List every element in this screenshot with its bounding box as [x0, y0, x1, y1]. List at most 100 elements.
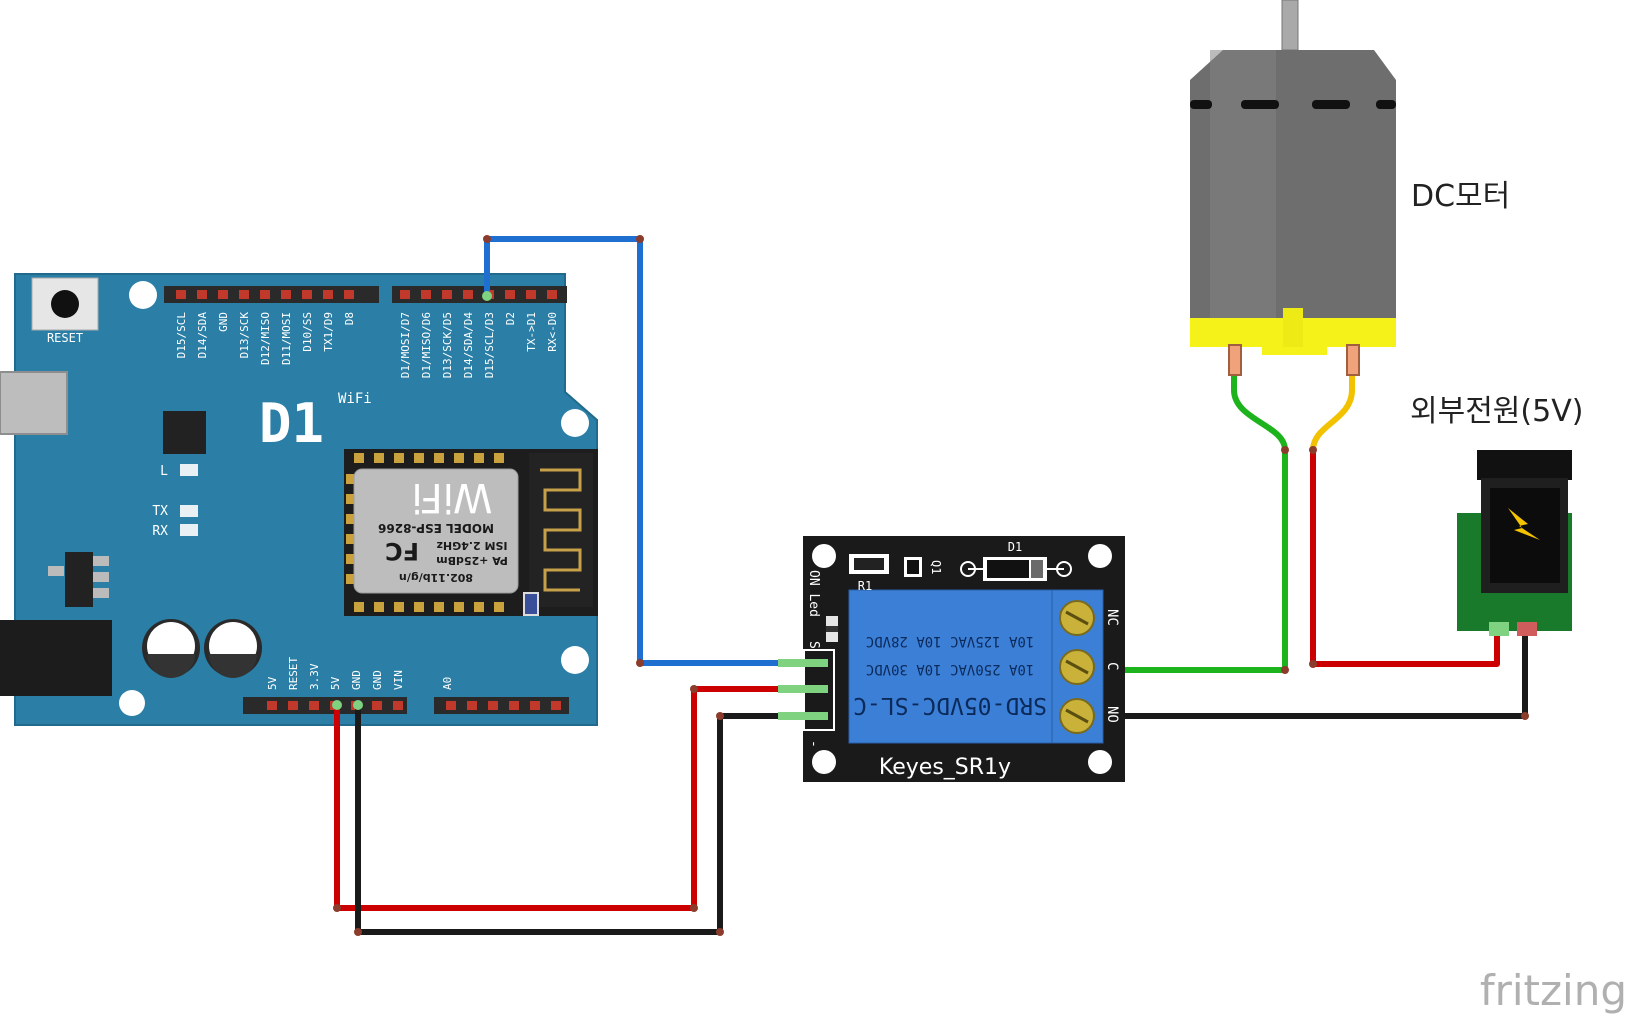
- led-tx: [180, 505, 198, 517]
- top-pin-labels-right: D1/MOSI/D7 D1/MISO/D6 D13/SCK/D5 D14/SDA/D4…: [399, 290, 559, 378]
- pin-label: D1/MISO/D6: [420, 312, 433, 378]
- header-pin: [400, 290, 410, 299]
- header-pin: [547, 290, 557, 299]
- capacitor-1: [142, 619, 200, 678]
- relay-name-label: Keyes_SR1y: [879, 755, 1011, 780]
- header-pin: [239, 290, 249, 299]
- pin-label: D13/SCK/D5: [441, 312, 454, 378]
- wire-power-red: [1310, 450, 1500, 667]
- header-pin: [463, 290, 473, 299]
- pin-label: VIN: [392, 670, 405, 690]
- relay-nc-label: NC: [1104, 609, 1120, 626]
- pin-label: D14/SDA: [196, 312, 209, 359]
- pin-label: GND: [350, 670, 363, 690]
- header-pin: [442, 290, 452, 299]
- header-pin: [323, 290, 333, 299]
- module-line4: MODEL ESP-8266: [378, 521, 494, 535]
- wire-gnd-black: [355, 705, 778, 935]
- header-pin: [488, 701, 498, 710]
- d1-logo: D1: [259, 392, 324, 455]
- pin-label: D13/SCK: [238, 312, 251, 359]
- header-pin: [267, 701, 277, 710]
- pin-label: GND: [371, 670, 384, 690]
- pin-label: RESET: [287, 657, 300, 690]
- terminal-screws: [1059, 600, 1095, 734]
- header-pin: [302, 290, 312, 299]
- barrel-jack: [0, 620, 112, 696]
- header-pin: [393, 701, 403, 710]
- pin-label: TX->D1: [525, 312, 538, 352]
- relay-rating-2: 10A 125VAC 10A 28VDC: [866, 633, 1035, 649]
- header-pin: [309, 701, 319, 710]
- pin-label: D15/SCL/D3: [483, 312, 496, 378]
- header-pin: [176, 290, 186, 299]
- power-jack: [1457, 450, 1572, 636]
- pin-label: GND: [217, 312, 230, 332]
- header-pin: [526, 290, 536, 299]
- reset-label: RESET: [47, 331, 83, 345]
- dc-motor: [1190, 0, 1396, 376]
- pin-label: D12/MISO: [259, 312, 272, 365]
- on-led-label: ON Led: [806, 570, 821, 617]
- header-pin: [509, 701, 519, 710]
- header-pin: [218, 290, 228, 299]
- header-pin: [260, 290, 270, 299]
- relay-c-label: C: [1104, 662, 1120, 670]
- relay-s-label: S: [806, 641, 821, 649]
- pin-label: D8: [343, 312, 356, 325]
- fritzing-watermark: fritzing: [1480, 966, 1627, 1015]
- analog-pin-label: A0: [441, 677, 454, 690]
- pin-label: D11/MOSI: [280, 312, 293, 365]
- chip: [163, 411, 206, 454]
- relay-no-label: NO: [1104, 706, 1120, 723]
- led-l: [180, 464, 198, 476]
- power-bolt-icon: [1508, 508, 1540, 540]
- pin-label: 5V: [329, 676, 342, 690]
- pin-label: D14/SDA/D4: [462, 312, 475, 379]
- header-pin: [197, 290, 207, 299]
- pin-label: TX1/D9: [322, 312, 335, 352]
- esp8266-module: 802.11b/g/n PA +25dBm ISM 2.4GHz FC MODE…: [344, 449, 598, 616]
- header-pin: [505, 290, 515, 299]
- capacitor-2: [204, 619, 262, 678]
- r1-label: R1: [858, 579, 872, 593]
- led-rx: [180, 524, 198, 536]
- module-line3: ISM 2.4GHz: [437, 539, 508, 552]
- bottom-header-power: [243, 697, 407, 714]
- pin-label: D15/SCL: [175, 312, 188, 359]
- pin-label: 3.3V: [308, 663, 321, 690]
- relay-body: [848, 589, 1053, 744]
- header-pin: [530, 701, 540, 710]
- relay-rating-1: 10A 250VAC 10A 30VDC: [866, 661, 1035, 677]
- wifi-small-label: WiFi: [338, 391, 372, 407]
- pin-label: D10/SS: [301, 312, 314, 352]
- header-pin: [467, 701, 477, 710]
- module-wifi-logo: WiFi: [412, 474, 493, 520]
- pin-label: D1/MOSI/D7: [399, 312, 412, 378]
- fcc-logo: FC: [385, 537, 419, 565]
- top-pin-labels-left: D15/SCL D14/SDA GND D13/SCK D12/MISO D11/MOSI…: [175, 290, 356, 365]
- header-pin: [372, 701, 382, 710]
- header-pin: [421, 290, 431, 299]
- module-line2: PA +25dBm: [436, 554, 508, 567]
- usb-port: [0, 371, 68, 435]
- header-pin: [281, 290, 291, 299]
- header-pin: [446, 701, 456, 710]
- q1-label: Q1: [929, 560, 943, 574]
- motor-label: DC모터: [1411, 179, 1510, 214]
- top-header-right: [392, 286, 567, 303]
- led-l-label: L: [160, 464, 168, 479]
- module-line1: 802.11b/g/n: [399, 571, 473, 584]
- led-tx-label: TX: [152, 504, 168, 519]
- led-rx-label: RX: [152, 524, 168, 539]
- wires: [332, 235, 1529, 936]
- relay-module: SRD-05VDC-SL-C 10A 250VAC 10A 30VDC 10A …: [778, 536, 1125, 782]
- wire-motor-yellow: [1310, 365, 1355, 451]
- relay-model: SRD-05VDC-SL-C: [853, 692, 1047, 718]
- power-label: 외부전원(5V): [1410, 394, 1583, 429]
- header-pin: [288, 701, 298, 710]
- relay-minus-label: -: [806, 740, 821, 748]
